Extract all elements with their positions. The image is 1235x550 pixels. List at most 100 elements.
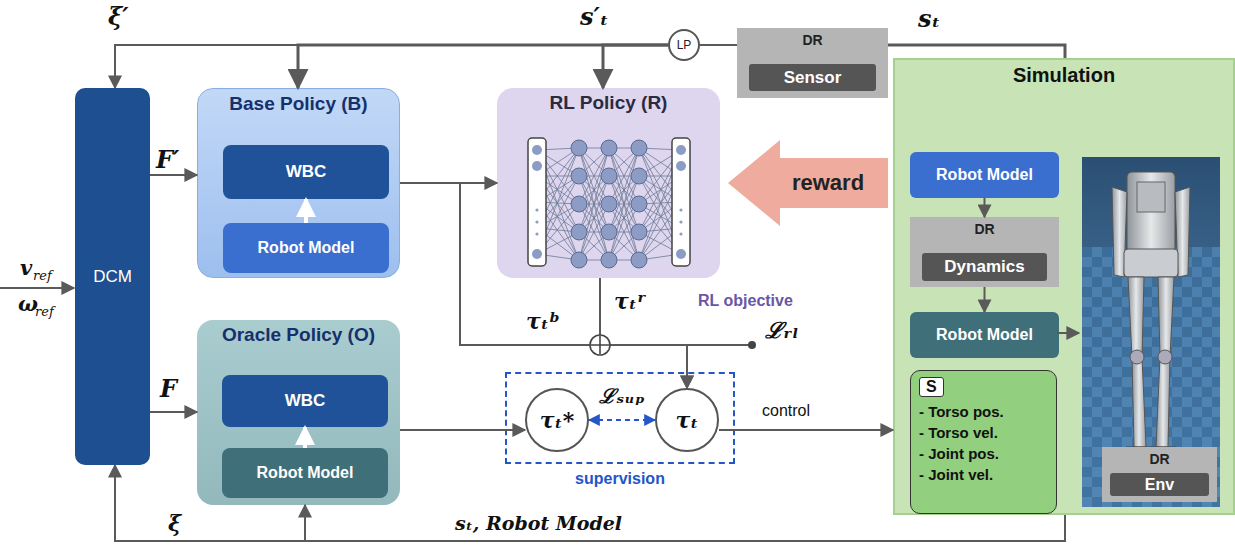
signal-label: ℒᵣₗ [765, 314, 799, 344]
state-box: S - Torso pos.- Torso vel.- Joint pos.- J… [910, 370, 1057, 514]
node-text: reward [792, 170, 864, 196]
reward-arrow: reward [728, 140, 888, 226]
node-text: Oracle Policy (O) [222, 324, 375, 346]
signal-label: τₜʳ [614, 288, 646, 314]
connector [150, 411, 197, 413]
policy-box: Base Policy (B) WBC Robot Model [197, 88, 400, 278]
node-text: WBC [285, 391, 326, 411]
label-anchor: τₜʳ [614, 288, 646, 314]
torque-circle: τₜ [655, 388, 719, 452]
node-text: Dynamics [944, 257, 1024, 277]
connector [888, 45, 1065, 58]
edge-label: ℒₛᵤₚ [599, 382, 644, 409]
label-anchor: ξ′ [108, 2, 129, 31]
node-text: Robot Model [257, 464, 354, 482]
node-text: Robot Model [936, 166, 1033, 184]
connector [700, 44, 737, 46]
node-text: Robot Model [936, 326, 1033, 344]
connector [150, 174, 197, 176]
node-text: Base Policy (B) [229, 93, 367, 115]
label-anchor: ref [35, 304, 54, 319]
annotation: control [762, 402, 810, 420]
signal-label: ref [35, 304, 54, 319]
connector [400, 429, 525, 431]
signal-label: ξ′ [108, 2, 129, 31]
node-text: RL Policy (R) [550, 92, 668, 114]
policy-box: RL Policy (R) [497, 88, 720, 278]
signal-label: sₜ, Robot Model [455, 512, 622, 534]
neural-net-illustration [497, 88, 720, 278]
list-item: - Torso pos. [919, 401, 1004, 422]
node-text: Sensor [784, 68, 842, 88]
connector [115, 45, 668, 88]
signal-label: F [160, 374, 177, 403]
box-header: S [919, 377, 944, 397]
list-item: - Joint pos. [919, 443, 999, 464]
signal-label: F′ [156, 145, 179, 174]
dcm-block: DCM [75, 88, 150, 465]
node-text: DR [1149, 451, 1169, 467]
connector [304, 199, 308, 223]
node-text: Simulation [1013, 64, 1115, 87]
label-anchor: ξ [168, 510, 181, 536]
policy-box: Oracle Policy (O) WBC Robot Model [197, 320, 400, 505]
connector [303, 427, 307, 448]
signal-label: s′ₜ [580, 2, 609, 31]
signal-label: τₜᵇ [526, 308, 560, 334]
dr-box: DR Sensor [737, 28, 888, 98]
dr-item: Dynamics [922, 253, 1047, 281]
label-anchor: ℒᵣₗ [765, 314, 799, 344]
connector [984, 287, 986, 312]
node-text: LP [677, 38, 692, 52]
label-anchor: s′ₜ [580, 2, 609, 31]
simulation-panel: Simulation Robot ModelDRDynamicsRobot Mo… [893, 58, 1235, 515]
signal-label: sₜ [918, 4, 940, 33]
label-anchor: v [20, 255, 32, 280]
sum-symbol [590, 335, 610, 355]
label-anchor: ref [33, 268, 52, 283]
label-anchor: F [160, 374, 177, 403]
dr-item: Env [1110, 473, 1209, 496]
node-text: Robot Model [258, 239, 355, 257]
label-anchor: ℒₛᵤₚ [599, 382, 644, 409]
label-anchor: control [762, 402, 810, 420]
list-item: - Joint vel. [919, 464, 993, 485]
sim-arrow [1057, 332, 1079, 334]
annotation: RL objective [698, 292, 793, 310]
model-box: Robot Model [910, 312, 1059, 358]
list-item: - Torso vel. [919, 422, 998, 443]
node-text: supervision [575, 470, 665, 488]
node-text: DR [802, 32, 822, 48]
model-box: Robot Model [222, 448, 388, 498]
signal-label: v [20, 255, 32, 280]
node-text: τₜ* [540, 407, 574, 433]
sum-plus [591, 336, 609, 354]
wbc-box: WBC [223, 145, 389, 199]
wbc-box: WBC [222, 375, 388, 427]
connector [603, 45, 668, 88]
model-box: Robot Model [223, 223, 389, 273]
connector [719, 429, 893, 431]
label-anchor: sₜ [918, 4, 940, 33]
node-text: DR [974, 221, 994, 237]
label-anchor: τₜᵇ [526, 308, 560, 334]
node-text: Env [1145, 476, 1174, 494]
label-anchor: F′ [156, 145, 179, 174]
node-text: τₜ [676, 407, 699, 433]
torque-circle: τₜ* [525, 388, 589, 452]
objective-line [685, 344, 749, 346]
node-text: WBC [286, 162, 327, 182]
node-text: DCM [93, 267, 132, 287]
dr-box: DR Dynamics [910, 217, 1059, 287]
label-anchor: RL objective [698, 292, 793, 310]
filter-circle: LP [668, 29, 700, 61]
signal-label: ξ [168, 510, 181, 536]
signal-label: ref [33, 268, 52, 283]
label-anchor: sₜ, Robot Model [455, 512, 622, 534]
dr-box: DR Env [1102, 447, 1217, 502]
objective-dot [748, 341, 756, 349]
dr-item: Sensor [749, 64, 876, 91]
connector [984, 198, 986, 217]
connector [589, 419, 655, 421]
model-box: Robot Model [910, 152, 1059, 198]
